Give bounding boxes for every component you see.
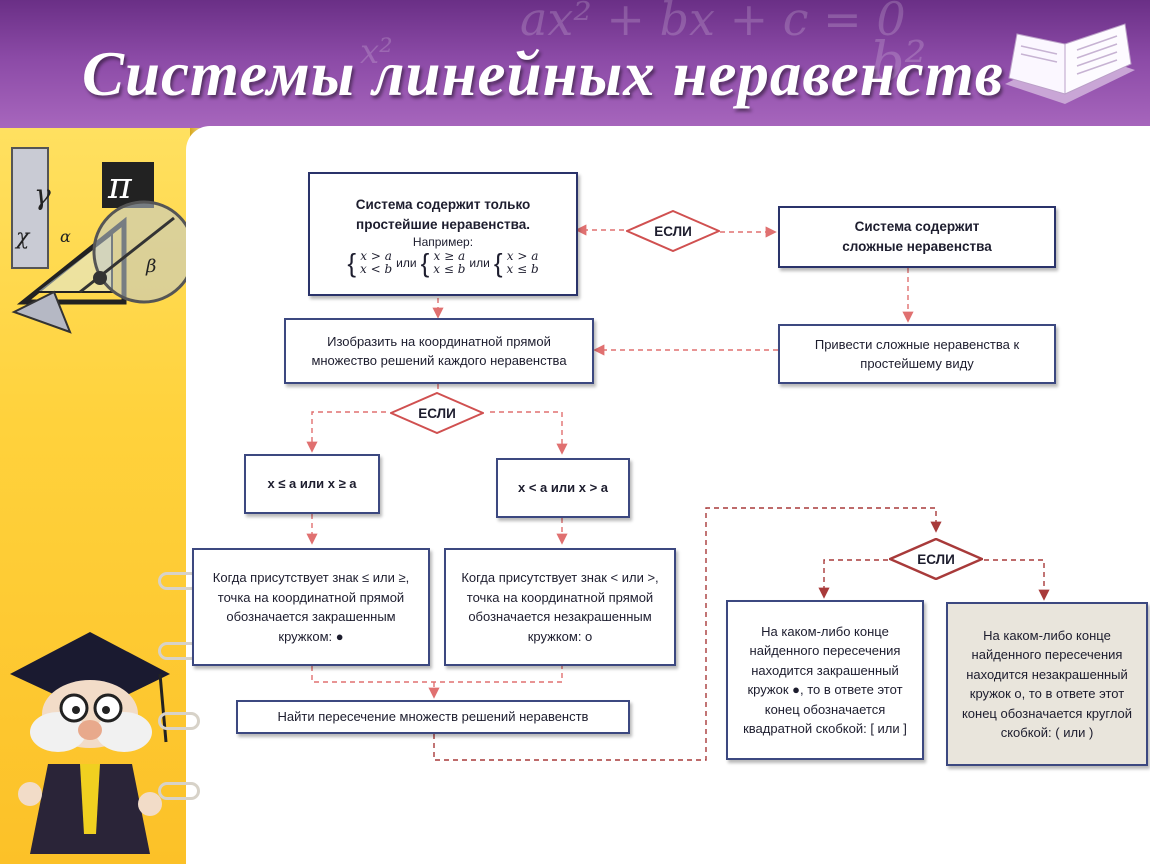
flowchart: Система содержит только простейшие нерав… [186,168,1150,780]
square-bracket-label: На каком-либо конце найденного пересечен… [743,623,907,737]
background-formula-3: b² [870,30,927,93]
svg-text:α: α [60,227,71,246]
example-systems: { x > a x < b или { x ≥ a x ≤ b или { x … [347,248,539,279]
filled-circle-label: Когда присутствует знак ≤ или ≥, точка н… [212,570,410,644]
if-diamond-right: ЕСЛИ [889,538,983,580]
header-banner: ax² + bx + c = 0 x² b² Системы линейных … [0,0,1150,128]
left-sidebar: γ χ α π β [0,128,196,864]
connector [311,666,563,683]
reduce-box: Привести сложные неравенства к простейше… [778,324,1056,384]
strict-label: x < a или x > a [517,480,609,496]
if-diamond-middle: ЕСЛИ [390,392,484,434]
binder-ring [158,782,200,800]
example-2-top: x ≥ a [433,249,466,264]
if-top-label: ЕСЛИ [654,223,692,239]
background-formula-2: x² [360,32,393,72]
page-title: Системы линейных неравенств [82,39,1004,109]
professor-mascot-icon [10,632,170,854]
flowchart-connectors [306,224,1050,761]
brace-icon: { [347,248,357,279]
example-1-bottom: x < b [360,262,393,277]
nonstrict-box: x ≤ a или x ≥ a [244,454,380,514]
nonstrict-label: x ≤ a или x ≥ a [267,476,357,492]
binder-ring [158,712,200,730]
round-bracket-box: На каком-либо конце найденного пересечен… [946,602,1148,766]
geometry-tools-icon: γ χ α π β [11,147,189,334]
complex-system-label: Система содержит сложные неравенства [842,218,992,254]
example-3-bottom: x ≤ b [506,262,539,277]
simple-system-title: Система содержит только простейшие нерав… [355,197,531,233]
background-formula: ax² + bx + c = 0 [520,0,906,46]
or-label: или [469,256,490,271]
draw-sets-label: Изобразить на координатной прямой множес… [311,333,567,369]
example-3-top: x > a [506,249,539,264]
simple-system-box: Система содержит только простейшие нерав… [308,172,578,296]
round-bracket-label: На каком-либо конце найденного пересечен… [961,627,1133,741]
connector [433,507,942,761]
if-middle-label: ЕСЛИ [418,405,456,421]
reduce-label: Привести сложные неравенства к простейше… [814,336,1020,372]
example-system-1: x > a x < b [360,249,393,277]
if-right-label: ЕСЛИ [917,551,955,567]
brace-icon: { [493,248,503,279]
connector [818,559,888,599]
hollow-circle-box: Когда присутствует знак < или >, точка н… [444,548,676,666]
if-diamond-top: ЕСЛИ [626,210,720,252]
or-label: или [396,256,417,271]
intersect-label: Найти пересечение множеств решений нерав… [277,709,589,725]
svg-text:π: π [107,166,133,207]
example-1-top: x > a [360,249,392,264]
filled-circle-box: Когда присутствует знак ≤ или ≥, точка н… [192,548,430,666]
svg-text:β: β [145,256,156,277]
example-2-bottom: x ≤ b [433,262,466,277]
draw-sets-box: Изобразить на координатной прямой множес… [284,318,594,384]
connector [984,559,1050,601]
example-label: Например: [412,234,474,249]
example-system-2: x ≥ a x ≤ b [433,249,466,277]
hollow-circle-label: Когда присутствует знак < или >, точка н… [461,570,659,644]
complex-system-box: Система содержит сложные неравенства [778,206,1056,268]
intersect-box: Найти пересечение множеств решений нерав… [236,700,630,734]
strict-box: x < a или x > a [496,458,630,518]
svg-text:γ: γ [34,178,51,211]
brace-icon: { [420,248,430,279]
svg-text:χ: χ [14,225,31,250]
square-bracket-box: На каком-либо конце найденного пересечен… [726,600,924,760]
example-system-3: x > a x ≤ b [506,249,539,277]
connector [490,411,568,455]
connector [306,411,386,453]
book-icon [1005,23,1135,104]
